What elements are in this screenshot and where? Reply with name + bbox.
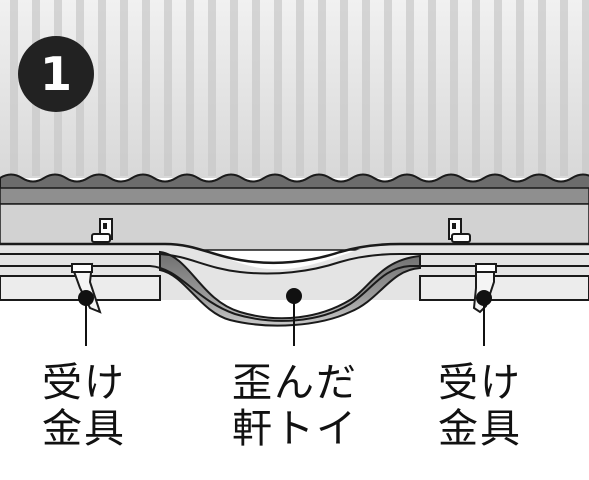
roof-rib [164,0,172,176]
label-warped-gutter: 歪んだ 軒トイ [200,360,390,452]
label-bracket-left: 受け 金具 [24,360,144,452]
roof-rib [252,0,260,176]
label-bracket-right: 受け 金具 [420,360,540,452]
roof-rib [516,0,524,176]
roof-rib [120,0,128,176]
roof-edge [0,173,589,191]
roof-rib [98,0,106,176]
label-mid-line1: 歪んだ [232,360,358,406]
roof-rib [362,0,370,176]
sag-pointer [286,288,302,346]
gutter-bracket-icon [472,262,497,346]
roof-rib [494,0,502,176]
roof-rib [10,0,18,176]
roof-rib [428,0,436,176]
roof-rib [472,0,480,176]
label-left-line1: 受け [42,360,126,406]
label-right-line2: 金具 [438,406,522,452]
roof-rib [230,0,238,176]
roof-rib [384,0,392,176]
label-right-line1: 受け [438,360,522,406]
roof-rib [340,0,348,176]
roof-underside [0,187,589,205]
roof-rib [582,0,589,176]
roof-rib [208,0,216,176]
roof-rib [296,0,304,176]
roof-rib [560,0,568,176]
fascia-clip-icon [91,218,113,243]
roof-rib [450,0,458,176]
roof-rib [186,0,194,176]
roof-rib [318,0,326,176]
step-badge: 1 [18,36,94,112]
label-left-line2: 金具 [42,406,126,452]
step-number: 1 [40,47,72,101]
roof-sheet [0,0,589,178]
gutter-bracket-icon [70,262,102,346]
gutter-sag [159,250,421,327]
roof-rib [274,0,282,176]
roof-rib [538,0,546,176]
label-mid-line2: 軒トイ [232,406,358,452]
roof-rib [406,0,414,176]
fascia-clip-icon [448,218,471,243]
roof-rib [142,0,150,176]
